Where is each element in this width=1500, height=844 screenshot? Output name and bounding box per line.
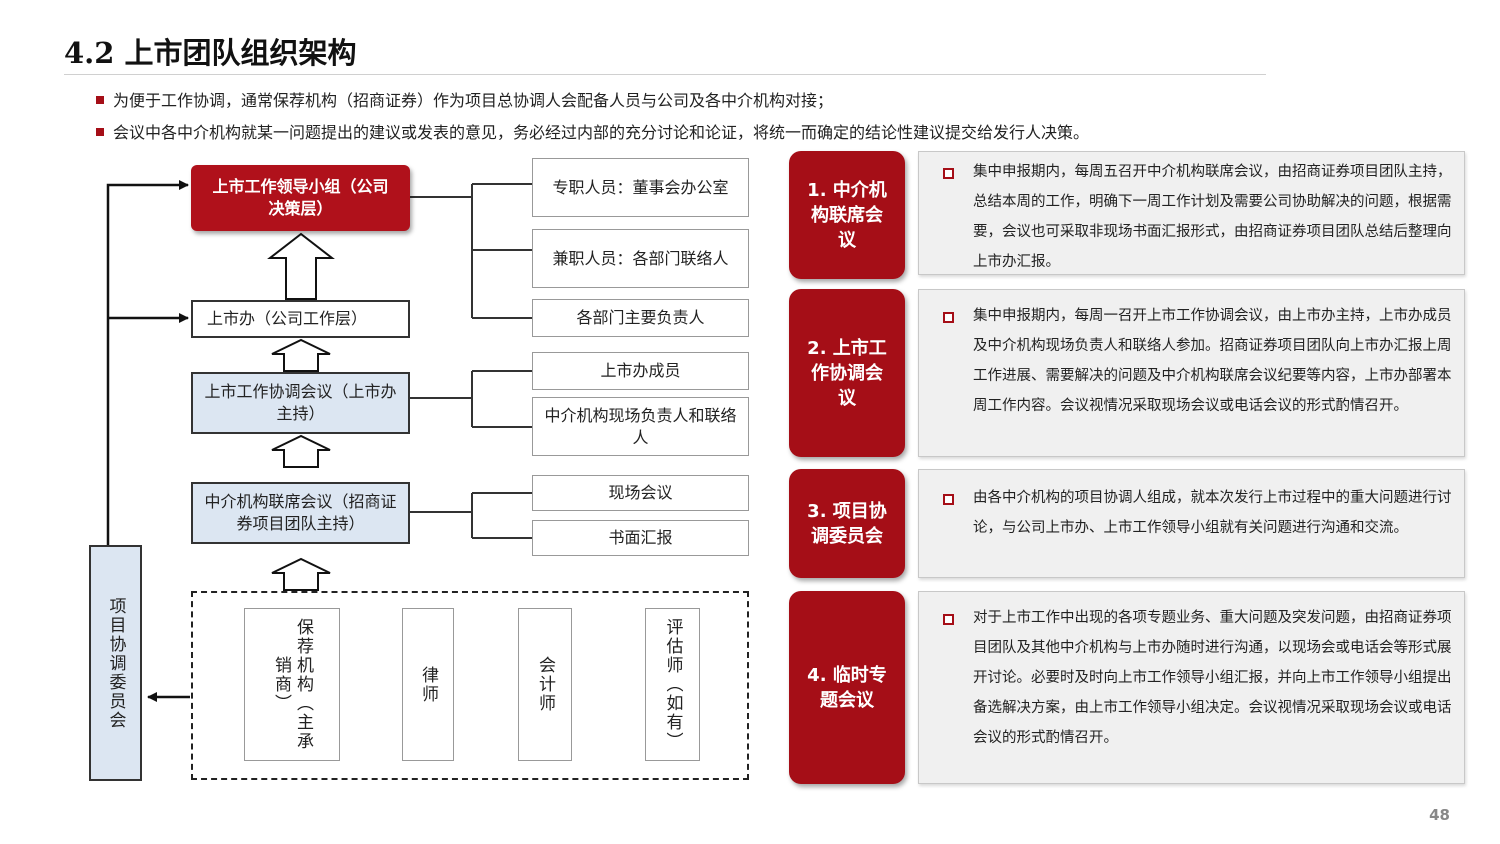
coordination-meeting-box: 上市工作协调会议（上市办主持）: [191, 372, 410, 434]
meeting-desc-text: 由各中介机构的项目协调人组成，就本次发行上市过程中的重大问题进行讨论，与公司上市…: [973, 490, 1452, 536]
title-divider: [64, 74, 1266, 75]
meeting-desc-text: 集中申报期内，每周一召开上市工作协调会议，由上市办主持，上市办成员及中介机构现场…: [973, 308, 1452, 414]
bullet-text: 会议中各中介机构就某一问题提出的建议或发表的意见，务必经过内部的充分讨论和论证，…: [113, 123, 1090, 142]
up-arrow-icon: [271, 338, 331, 372]
joint-modes-bracket: [410, 492, 532, 539]
meeting-tab-3: 3. 项目协调委员会: [789, 469, 905, 578]
meeting-desc-text: 集中申报期内，每周五召开中介机构联席会议，由招商证券项目团队主持，总结本周的工作…: [973, 164, 1452, 270]
intermediary-sponsor-box: 保荐机构（主承销商）: [244, 608, 340, 761]
leader-group-box: 上市工作领导小组（公司决策层）: [191, 165, 410, 231]
square-bullet-icon: [943, 494, 954, 505]
committee-to-leader-arrow: [106, 180, 189, 545]
up-arrow-icon: [271, 434, 331, 468]
leader-member-box: 兼职人员：各部门联络人: [532, 229, 749, 288]
bullet-item: 为便于工作协调，通常保荐机构（招商证券）作为项目总协调人会配备人员与公司及各中介…: [96, 87, 833, 111]
meeting-tab-4: 4. 临时专题会议: [789, 591, 905, 784]
leader-member-box: 专职人员：董事会办公室: [532, 158, 749, 217]
coord-member-box: 上市办成员: [532, 352, 749, 390]
intermediary-lawyer-box: 律师: [402, 608, 454, 761]
bullet-item: 会议中各中介机构就某一问题提出的建议或发表的意见，务必经过内部的充分讨论和论证，…: [96, 119, 1089, 143]
meeting-desc-4: 对于上市工作中出现的各项专题业务、重大问题及突发问题，由招商证券项目团队及其他中…: [918, 591, 1465, 784]
project-committee-box: 项目协调委员会: [89, 545, 142, 781]
meeting-tab-1: 1. 中介机构联席会议: [789, 151, 905, 279]
meeting-desc-1: 集中申报期内，每周五召开中介机构联席会议，由招商证券项目团队主持，总结本周的工作…: [918, 151, 1465, 275]
leader-member-box: 各部门主要负责人: [532, 299, 749, 337]
intermediary-accountant-box: 会计师: [518, 608, 572, 761]
meeting-desc-text: 对于上市工作中出现的各项专题业务、重大问题及突发问题，由招商证券项目团队及其他中…: [973, 610, 1452, 746]
joint-mode-box: 现场会议: [532, 475, 749, 511]
square-bullet-icon: [943, 614, 954, 625]
up-arrow-icon: [271, 557, 331, 591]
page-number: 48: [1429, 806, 1450, 824]
intermediaries-container: [191, 591, 749, 780]
up-arrow-icon: [267, 232, 335, 300]
meeting-tab-2: 2. 上市工作协调会议: [789, 289, 905, 457]
square-bullet-icon: [96, 96, 104, 104]
intermediary-appraiser-box: 评估师（如有）: [645, 608, 700, 761]
leader-members-bracket: [410, 183, 532, 319]
joint-meeting-box: 中介机构联席会议（招商证券项目团队主持）: [191, 482, 410, 544]
meeting-desc-2: 集中申报期内，每周一召开上市工作协调会议，由上市办主持，上市办成员及中介机构现场…: [918, 289, 1465, 457]
meeting-desc-3: 由各中介机构的项目协调人组成，就本次发行上市过程中的重大问题进行讨论，与公司上市…: [918, 469, 1465, 578]
square-bullet-icon: [943, 168, 954, 179]
joint-mode-box: 书面汇报: [532, 520, 749, 556]
coord-members-bracket: [410, 370, 532, 428]
page-title: 4.2 上市团队组织架构: [64, 36, 357, 70]
square-bullet-icon: [96, 128, 104, 136]
square-bullet-icon: [943, 312, 954, 323]
coord-member-box: 中介机构现场负责人和联络人: [532, 397, 749, 456]
bullet-text: 为便于工作协调，通常保荐机构（招商证券）作为项目总协调人会配备人员与公司及各中介…: [113, 91, 834, 110]
listing-office-box: 上市办（公司工作层）: [191, 300, 410, 338]
